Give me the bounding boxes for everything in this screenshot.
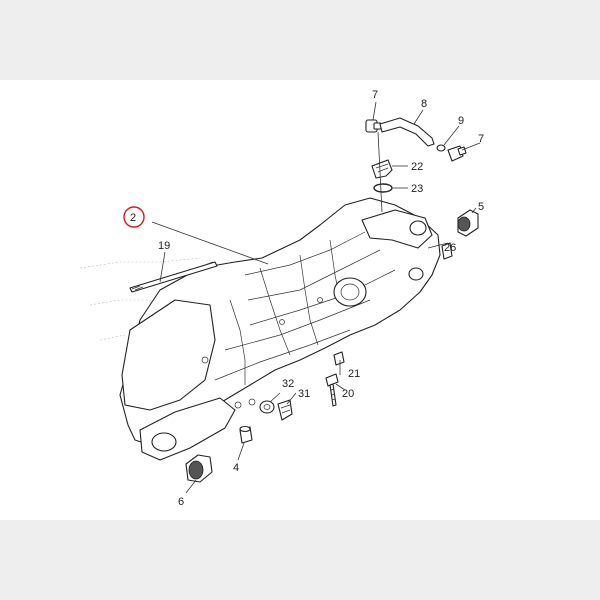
part-31-bolt [277, 399, 293, 421]
part-7-fitting-top [365, 119, 382, 133]
part-7-fitting-right [447, 145, 467, 162]
label-32[interactable]: 32 [282, 378, 294, 390]
part-8-hose [379, 117, 435, 147]
part-4-dowel [239, 425, 253, 444]
label-31[interactable]: 31 [298, 388, 310, 400]
label-7-top[interactable]: 7 [372, 89, 378, 101]
label-7-right[interactable]: 7 [478, 133, 484, 145]
part-22-plug [371, 159, 393, 179]
part-19-stud [129, 261, 218, 293]
crankcase-body [79, 197, 441, 461]
leader-lines [151, 101, 481, 494]
part-6-bushing [185, 454, 213, 483]
part-20-bolt [325, 373, 339, 407]
label-5[interactable]: 5 [478, 201, 484, 213]
part-5-bushing [457, 209, 479, 237]
label-22[interactable]: 22 [411, 161, 423, 173]
part-26-dowel [441, 242, 453, 260]
part-21-pin [333, 351, 345, 366]
label-21[interactable]: 21 [348, 368, 360, 380]
label-8[interactable]: 8 [421, 98, 427, 110]
label-9[interactable]: 9 [458, 115, 464, 127]
label-20[interactable]: 20 [342, 388, 354, 400]
part-32-washer [259, 400, 275, 414]
label-4[interactable]: 4 [233, 462, 239, 474]
label-19[interactable]: 19 [158, 240, 170, 252]
part-23-o-ring [373, 183, 393, 193]
part-9-clamp [436, 144, 446, 152]
label-26[interactable]: 26 [444, 242, 456, 254]
label-23[interactable]: 23 [411, 183, 423, 195]
label-2[interactable]: 2 [130, 212, 136, 224]
highlight-circle [123, 206, 145, 228]
part-labels: 2 7 8 9 7 22 23 5 26 19 21 20 32 31 4 6 [123, 89, 484, 508]
label-6[interactable]: 6 [178, 496, 184, 508]
